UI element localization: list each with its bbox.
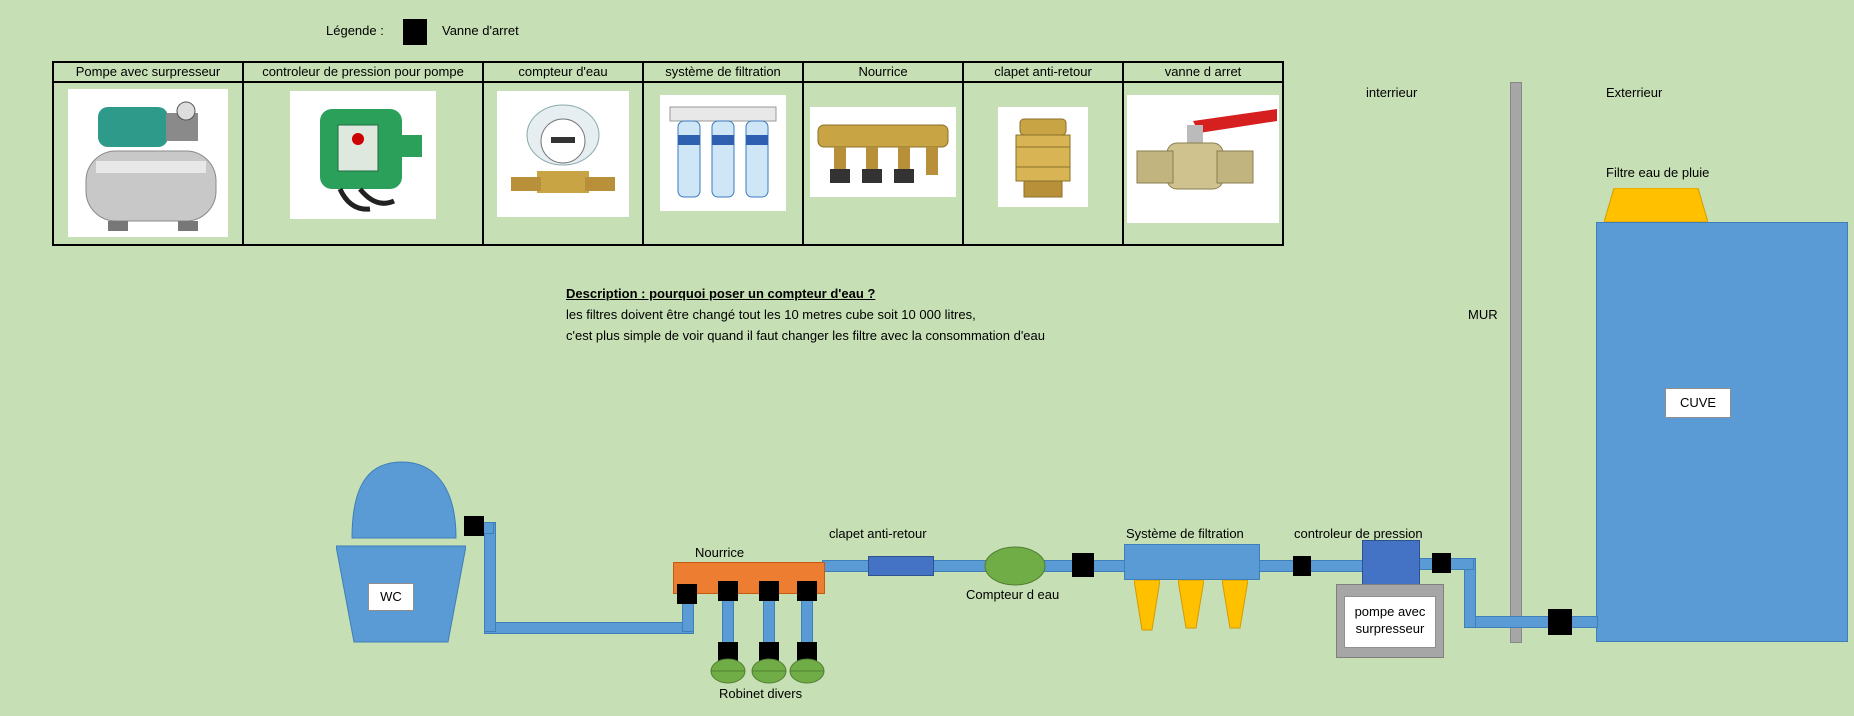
pump-booster-photo [68, 89, 228, 237]
wall [1510, 82, 1522, 643]
valve-symbol [718, 642, 738, 662]
valve-symbol [797, 642, 817, 662]
description-heading: Description : pourquoi poser un compteur… [566, 286, 876, 301]
wc-label: WC [368, 583, 414, 611]
legend-valve-symbol [403, 19, 427, 45]
pipe [484, 622, 694, 634]
filter-cartridge-icon [1134, 580, 1160, 631]
legend-valve-label: Vanne d'arret [442, 23, 519, 38]
ball-valve-photo [1127, 95, 1279, 223]
description-line: c'est plus simple de voir quand il faut … [566, 328, 1045, 343]
valve-symbol [1548, 609, 1572, 635]
check-valve-label: clapet anti-retour [829, 526, 927, 541]
product-table-header-row: Pompe avec surpresseur controleur de pre… [52, 61, 1284, 83]
pipe [484, 522, 496, 632]
product-header: système de filtration [642, 61, 804, 83]
pressure-controller-label: controleur de pression [1294, 526, 1423, 541]
product-header: compteur d'eau [482, 61, 644, 83]
filtration-label: Système de filtration [1126, 526, 1244, 541]
description-block: Description : pourquoi poser un compteur… [566, 283, 1045, 346]
tank-label: CUVE [1665, 388, 1731, 418]
pump-booster-label-text: pompe avec surpresseur [1354, 604, 1426, 636]
description-line: les filtres doivent être changé tout les… [566, 307, 976, 322]
valve-symbol [1432, 553, 1451, 573]
water-meter-photo [497, 91, 629, 217]
rainwater-filter-label: Filtre eau de pluie [1606, 165, 1710, 180]
water-meter [984, 546, 1046, 586]
valve-symbol [464, 516, 484, 536]
exterieur-label: Exterrieur [1606, 85, 1663, 100]
pipe [1466, 616, 1598, 628]
filtration-system-photo [660, 95, 786, 211]
check-valve [868, 556, 934, 576]
valve-symbol [759, 642, 779, 662]
valve-symbol [677, 584, 697, 604]
valve-symbol [797, 581, 817, 601]
pressure-controller-photo [290, 91, 436, 219]
product-header: Pompe avec surpresseur [52, 61, 244, 83]
valve-symbol [759, 581, 779, 601]
filtration-system [1124, 544, 1260, 580]
product-table: Pompe avec surpresseur controleur de pre… [52, 61, 1284, 246]
tap-icon [710, 658, 746, 684]
check-valve-photo [998, 107, 1088, 207]
product-header: clapet anti-retour [962, 61, 1124, 83]
filter-cartridge-icon [1178, 580, 1204, 629]
manifold-photo [810, 107, 956, 197]
wc-toilet [336, 461, 466, 643]
pump-booster-label: pompe avec surpresseur [1344, 596, 1436, 648]
product-header: Nourrice [802, 61, 964, 83]
filter-cartridge-icon [1222, 580, 1248, 629]
tap-icon [789, 658, 825, 684]
tap-icon [751, 658, 787, 684]
water-tank [1596, 222, 1848, 642]
wall-label: MUR [1468, 307, 1498, 322]
manifold-label: Nourrice [695, 545, 745, 560]
valve-symbol [1072, 553, 1094, 577]
rainwater-filter [1604, 188, 1708, 223]
pipe [1258, 560, 1364, 572]
water-meter-label: Compteur d eau [966, 587, 1060, 602]
legend-label: Légende : [326, 23, 384, 38]
valve-symbol [1293, 556, 1311, 576]
interieur-label: interrieur [1366, 85, 1418, 100]
pipe [822, 560, 870, 572]
product-header: controleur de pression pour pompe [242, 61, 484, 83]
taps-label: Robinet divers [719, 686, 803, 701]
product-table-image-row [52, 81, 1284, 246]
product-header: vanne d arret [1122, 61, 1284, 83]
pressure-controller [1362, 540, 1420, 588]
valve-symbol [718, 581, 738, 601]
